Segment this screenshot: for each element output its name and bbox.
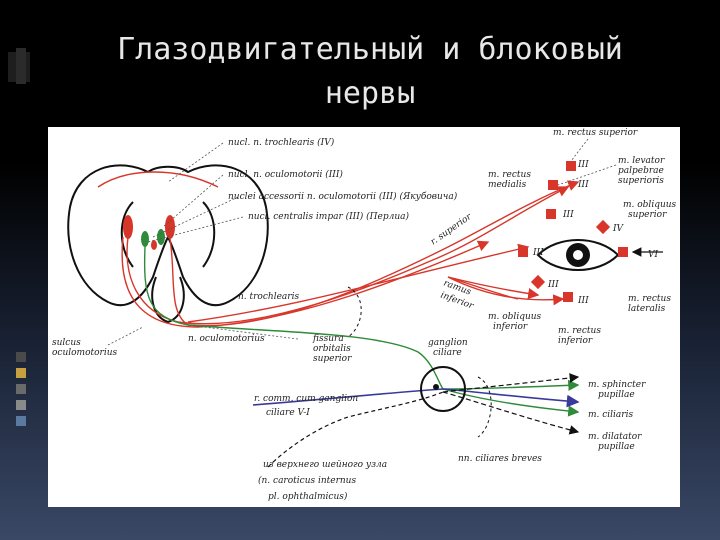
label-obliquus-superior-1: m. obliquus (623, 200, 677, 210)
muscle-rectus-lateralis (618, 247, 628, 257)
muscle-rectus-superior (566, 161, 576, 171)
label-roman-IV: IV (612, 224, 625, 234)
label-n-oculomotorius: n. oculomotorius (188, 334, 265, 344)
label-obliquus-superior-2: superior (628, 210, 667, 220)
label-rectus-inferior-1: m. rectus (558, 326, 601, 336)
label-nucl-centralis: nucl. centralis impar (III) (Перлиа) (248, 211, 410, 222)
side-bullets (16, 352, 26, 432)
label-obliquus-inferior-2: inferior (493, 322, 528, 332)
slide-title-line1: Глазодвигательный и блоковый (117, 32, 623, 67)
slide-title-line2: нервы (324, 76, 416, 111)
label-levator-3: superioris (618, 176, 664, 186)
muscle-levator (548, 180, 558, 190)
nucleus-green-right (157, 229, 165, 245)
motor-fibres (97, 171, 580, 328)
nuclei (123, 215, 175, 250)
ganglion-ciliare-circle (420, 366, 466, 412)
muscle-obliquus-inferior (530, 274, 546, 290)
label-roman-III-b: III (562, 210, 574, 220)
label-rectus-superior: m. rectus superior (553, 128, 638, 138)
label-sphincter-1: m. sphincter (588, 380, 646, 390)
label-r-comm-1: r. comm. cum ganglion (254, 394, 358, 404)
label-roman-III-f: III (577, 160, 589, 170)
muscle-obliquus-superior (595, 219, 611, 235)
label-rectus-lateralis-2: lateralis (628, 304, 666, 314)
label-roman-III-a: III (577, 180, 589, 190)
label-ramus-superior: r. superior (429, 212, 474, 248)
label-fissura-3: superior (313, 354, 352, 364)
label-dilatator-2: pupillae (598, 442, 635, 452)
muscle-unlabeled (518, 247, 528, 257)
label-symp-3: pl. ophthalmicus) (268, 491, 348, 502)
label-nucl-oculomotorii: nucl. n. oculomotorii (III) (228, 169, 343, 180)
nucleus-red-right (165, 215, 175, 239)
label-roman-III-c: III (532, 248, 544, 258)
label-roman-III-d: III (547, 280, 559, 290)
label-nn-ciliares: nn. ciliares breves (458, 454, 542, 464)
label-r-comm-2: ciliare V-I (266, 408, 310, 418)
ciliares-marker (477, 376, 492, 438)
label-n-trochlearis: n. trochlearis (238, 292, 299, 302)
sympathetic-fibres (267, 373, 580, 468)
bullet-marker (16, 384, 26, 394)
label-levator-2: palpebrae (618, 166, 664, 176)
label-symp-1: из верхнего шейного узла (263, 460, 387, 470)
nucleus-red-left (123, 215, 133, 239)
bullet-marker (16, 368, 26, 378)
muscle-markers (518, 161, 628, 302)
nerve-diagram: nucl. n. trochlearis (IV) nucl. n. oculo… (52, 128, 677, 502)
label-roman-VI: VI (648, 250, 658, 260)
corner-decoration-bar (16, 48, 26, 84)
muscle-rectus-medialis (546, 209, 556, 219)
bullet-marker (16, 352, 26, 362)
label-sulcus-2: oculomotorius (52, 348, 118, 358)
label-fissura-2: orbitalis (313, 344, 351, 354)
label-rectus-medialis-1: m. rectus (488, 170, 531, 180)
label-sphincter-2: pupillae (598, 390, 635, 400)
label-sulcus-1: sulcus (52, 338, 81, 348)
bullet-marker (16, 400, 26, 410)
label-nuclei-accessorii: nuclei accessorii n. oculomotorii (III) … (228, 191, 458, 202)
label-ganglion-2: ciliare (433, 348, 462, 358)
label-ciliaris: m. ciliaris (588, 410, 633, 420)
label-dilatator-1: m. dilatator (588, 432, 642, 442)
label-rectus-medialis-2: medialis (488, 180, 527, 190)
diagram-panel: nucl. n. trochlearis (IV) nucl. n. oculo… (48, 127, 680, 507)
label-ganglion-1: ganglion (428, 338, 468, 348)
label-obliquus-inferior-1: m. obliquus (488, 312, 542, 322)
slide-title: Глазодвигательный и блоковый нервы (60, 28, 680, 116)
parasympathetic-fibre (143, 246, 580, 417)
label-levator-1: m. levator (618, 156, 665, 166)
nucleus-central (151, 240, 157, 250)
muscle-rectus-inferior (563, 292, 573, 302)
midbrain-section (67, 164, 269, 324)
eye-icon (536, 239, 620, 271)
label-fissura-1: fissura (312, 334, 344, 344)
leader-lines (107, 138, 617, 346)
label-roman-III-e: III (577, 296, 589, 306)
label-rectus-lateralis-1: m. rectus (628, 294, 671, 304)
label-nucl-trochlearis: nucl. n. trochlearis (IV) (228, 137, 335, 148)
label-symp-2: (n. caroticus internus (258, 475, 356, 486)
sensory-fibre (252, 388, 580, 408)
bullet-marker (16, 416, 26, 426)
ganglion-cell (433, 384, 439, 390)
label-rectus-inferior-2: inferior (558, 336, 593, 346)
labels: nucl. n. trochlearis (IV) nucl. n. oculo… (52, 128, 677, 502)
nucleus-green-left (141, 231, 149, 247)
